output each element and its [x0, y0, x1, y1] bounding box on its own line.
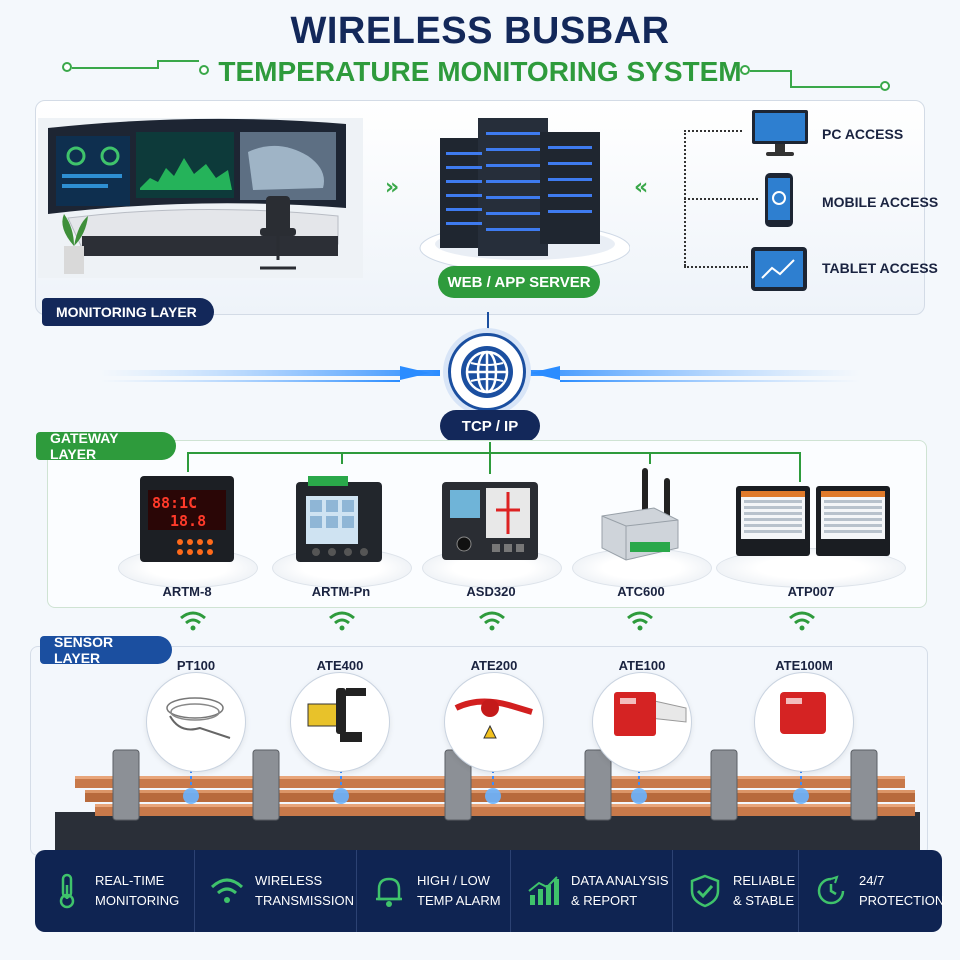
globe-icon: [448, 333, 526, 411]
device-label-asd320: ASD320: [466, 584, 516, 599]
feature-line1: RELIABLE: [733, 873, 796, 888]
tcp-ip-label: TCP / IP: [440, 410, 540, 442]
connector-line: [487, 312, 489, 336]
decor-line: [72, 67, 157, 69]
server-rack-illustration: [419, 118, 630, 273]
device-label-atc600: ATC600: [617, 584, 665, 599]
touch-screen-terminal-icon: [736, 486, 890, 556]
connector-line: [684, 198, 758, 200]
smartphone-icon: [765, 173, 793, 227]
feature-line1: HIGH / LOW: [417, 873, 490, 888]
sensor-circle: [444, 672, 544, 772]
bar-chart-icon: [528, 876, 559, 905]
feature-realtime-monitoring: REAL-TIME MONITORING: [35, 850, 195, 932]
sensor-circle: [146, 672, 246, 772]
feature-line2: TEMP ALARM: [417, 893, 501, 908]
feature-wireless-transmission: WIRELESS TRANSMISSION: [195, 850, 357, 932]
sensor-label-ate100m: ATE100M: [775, 658, 833, 673]
device-label-artm-pn: ARTM-Pn: [311, 584, 371, 599]
chevron-right-icon: »: [385, 175, 400, 200]
feature-line2: TRANSMISSION: [255, 893, 354, 908]
feature-line1: WIRELESS: [255, 873, 323, 888]
connector-line: [489, 442, 491, 452]
wireless-gateway-icon: [601, 468, 679, 561]
decor-dot: [199, 65, 209, 75]
temperature-display-unit-icon: 88:1C 18.8: [140, 476, 234, 562]
sensor-label-ate100: ATE100: [618, 658, 666, 673]
thermometer-icon: [59, 873, 75, 909]
clock-24-icon: [817, 875, 845, 905]
feature-temp-alarm: HIGH / LOW TEMP ALARM: [357, 850, 511, 932]
device-label-atp007: ATP007: [787, 584, 835, 599]
sensor-label-ate200: ATE200: [470, 658, 518, 673]
feature-line1: REAL-TIME: [95, 873, 165, 888]
wifi-icon: [329, 611, 355, 631]
feature-line1: DATA ANALYSIS: [571, 873, 669, 888]
probe-sensor-icon: [166, 697, 231, 739]
feature-line2: MONITORING: [95, 893, 180, 908]
feature-bar: REAL-TIME MONITORING WIRELESS TRANSMISSION…: [35, 850, 945, 932]
control-room-illustration: [38, 118, 363, 278]
device-label-artm-8: ARTM-8: [162, 584, 212, 599]
decor-dot: [740, 65, 750, 75]
decor-line: [790, 70, 792, 86]
connector-line: [684, 130, 742, 132]
strap-sensor-icon: [454, 698, 533, 739]
tablet-access-label: TABLET ACCESS: [822, 260, 938, 276]
pc-access-label: PC ACCESS: [822, 126, 904, 142]
block-sensor-icon: [614, 692, 687, 736]
feature-data-analysis: DATA ANALYSIS & REPORT: [511, 850, 673, 932]
title-line-2: TEMPERATURE MONITORING SYSTEM: [218, 56, 742, 87]
wifi-icon: [210, 878, 244, 903]
wifi-icon: [180, 611, 206, 631]
connector-line: [649, 452, 651, 464]
gateway-layer-tag: GATEWAY LAYER: [36, 430, 176, 462]
display-readout-bottom: 18.8: [170, 512, 206, 530]
display-readout-top: 88:1C: [152, 494, 197, 512]
monitoring-layer-tag: MONITORING LAYER: [42, 298, 214, 326]
bell-icon: [376, 877, 402, 907]
decor-line: [790, 86, 880, 88]
wifi-icon: [789, 611, 815, 631]
decor-dot: [880, 81, 890, 91]
decor-line: [750, 70, 790, 72]
magnetic-block-sensor-icon: [780, 692, 826, 734]
feature-line2: & STABLE: [733, 893, 795, 908]
desktop-monitor-icon: [752, 110, 808, 156]
switchgear-display-unit-icon: [442, 482, 538, 560]
connector-line: [341, 452, 343, 464]
feature-line1: 24/7: [859, 873, 885, 888]
sensor-layer-tag: SENSOR LAYER: [40, 634, 172, 666]
connector-line: [799, 452, 801, 482]
clamp-sensor-icon: [307, 688, 366, 742]
wifi-icon: [627, 611, 653, 631]
mobile-access-label: MOBILE ACCESS: [822, 194, 939, 210]
web-app-server-label: WEB / APP SERVER: [438, 266, 600, 298]
sensor-label-pt100: PT100: [176, 658, 216, 673]
decor-line: [157, 60, 159, 69]
chevron-left-icon: «: [634, 175, 649, 200]
connector-line: [489, 452, 491, 474]
title-line-1: WIRELESS BUSBAR: [290, 10, 670, 52]
touch-panel-unit-icon: [296, 476, 382, 562]
tablet-icon: [751, 247, 807, 291]
connector-line: [187, 452, 189, 472]
feature-reliable-stable: RELIABLE & STABLE: [673, 850, 799, 932]
feature-line2: & REPORT: [571, 893, 638, 908]
shield-check-icon: [690, 874, 720, 908]
decor-line: [157, 60, 199, 62]
connector-line: [187, 452, 800, 454]
sensor-label-ate400: ATE400: [316, 658, 364, 673]
connector-line: [684, 266, 748, 268]
feature-line2: PROTECTION: [859, 893, 945, 908]
network-link-glow: [100, 366, 860, 382]
wifi-icon: [479, 611, 505, 631]
decor-dot: [62, 62, 72, 72]
